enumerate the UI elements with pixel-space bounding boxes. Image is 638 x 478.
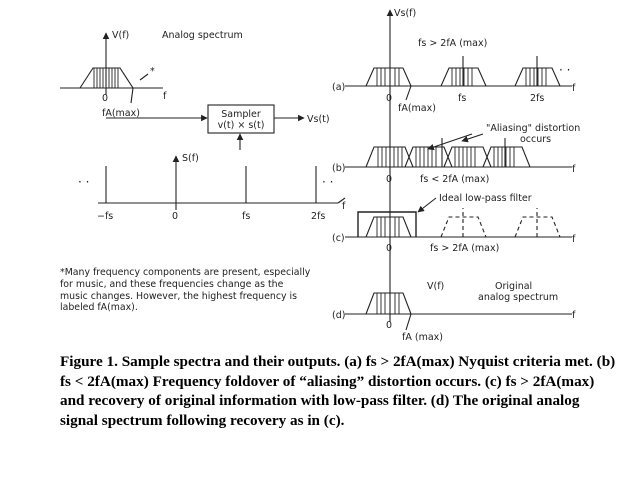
left-ellipsis: · · (78, 175, 89, 189)
panel-a-f: f (572, 83, 576, 94)
panel-d-vf: V(f) (427, 281, 444, 292)
analog-fmax-label: fA(max) (102, 108, 140, 119)
footnote-line: music changes. However, the highest freq… (60, 290, 297, 302)
panel-c-zero: 0 (386, 243, 392, 254)
tick-2fs: 2fs (311, 211, 325, 222)
tick-neg-fs: −fs (97, 211, 113, 222)
panel-d-fmax: fA (max) (402, 332, 443, 343)
aliasing-label: "Aliasing" distortion (486, 123, 580, 134)
footnote-line: for music, and these frequencies change … (60, 278, 284, 290)
sampler-output-label: Vs(t) (307, 114, 330, 125)
panel-d-zero: 0 (386, 320, 392, 331)
ideal-filter-label: Ideal low-pass filter (439, 193, 532, 204)
sampler-label: Sampler (221, 109, 261, 120)
panel-b-label: (b) (332, 163, 345, 174)
analog-spectrum-hatching (93, 68, 119, 88)
panel-a-condition: fs > 2fA (max) (418, 38, 487, 49)
panel-d-f: f (572, 310, 576, 321)
panel-c-condition: fs > 2fA (max) (430, 243, 499, 254)
panel-a-zero: 0 (386, 93, 392, 104)
panel-d-label: (d) (332, 310, 345, 321)
figure-caption: Figure 1. Sample spectra and their outpu… (60, 353, 616, 429)
panel-b-f: f (572, 164, 576, 175)
original-label: Original (495, 281, 532, 292)
footnote-line: labeled fA(max). (60, 302, 138, 314)
panel-a-ellipsis: · · (559, 63, 570, 77)
panel-b-zero: 0 (386, 174, 392, 185)
aliasing-occurs: occurs (520, 134, 551, 145)
analog-title: Analog spectrum (162, 30, 243, 41)
sampling-impulse-train (98, 155, 346, 210)
panel-b-spectrum (345, 133, 572, 168)
analog-y-label: V(f) (112, 30, 129, 41)
tick-fs: fs (242, 211, 250, 222)
panel-d-spectrum (345, 292, 572, 331)
footnote: *Many frequency components are present, … (60, 267, 338, 314)
asterisk-pointer (139, 73, 149, 81)
sampler-block (106, 104, 305, 150)
panel-c-label: (c) (332, 233, 345, 244)
original-analog-spectrum-label: analog spectrum (478, 292, 558, 303)
analog-zero: 0 (102, 93, 108, 104)
vs-f-label: Vs(f) (394, 8, 416, 19)
footnote-line: *Many frequency components are present, … (60, 267, 311, 278)
panel-a-fs: fs (458, 93, 466, 104)
impulse-axis-f: f (342, 201, 346, 212)
tick-zero: 0 (172, 211, 178, 222)
panel-a-spectrum (345, 56, 572, 101)
fmax-pointer (130, 87, 134, 104)
panel-c-spectrum (345, 197, 572, 238)
ideal-low-pass-filter-outline (357, 211, 417, 237)
analog-spectrum-panel (60, 32, 163, 104)
panel-a-fmax: fA(max) (398, 103, 436, 114)
sampler-formula: v(t) × s(t) (218, 120, 265, 131)
panel-a-2fs: 2fs (530, 93, 544, 104)
panel-b-condition: fs < 2fA (max) (420, 174, 489, 185)
s-f-label: S(f) (182, 153, 199, 164)
panel-c-f: f (572, 234, 576, 245)
asterisk-mark: * (150, 66, 155, 77)
sampling-spectra-diagram: V(f) Analog spectrum 0 f fA(max) * Sampl… (60, 8, 580, 343)
analog-f: f (163, 91, 167, 102)
right-ellipsis: · · (322, 175, 333, 189)
panel-a-label: (a) (332, 82, 345, 93)
